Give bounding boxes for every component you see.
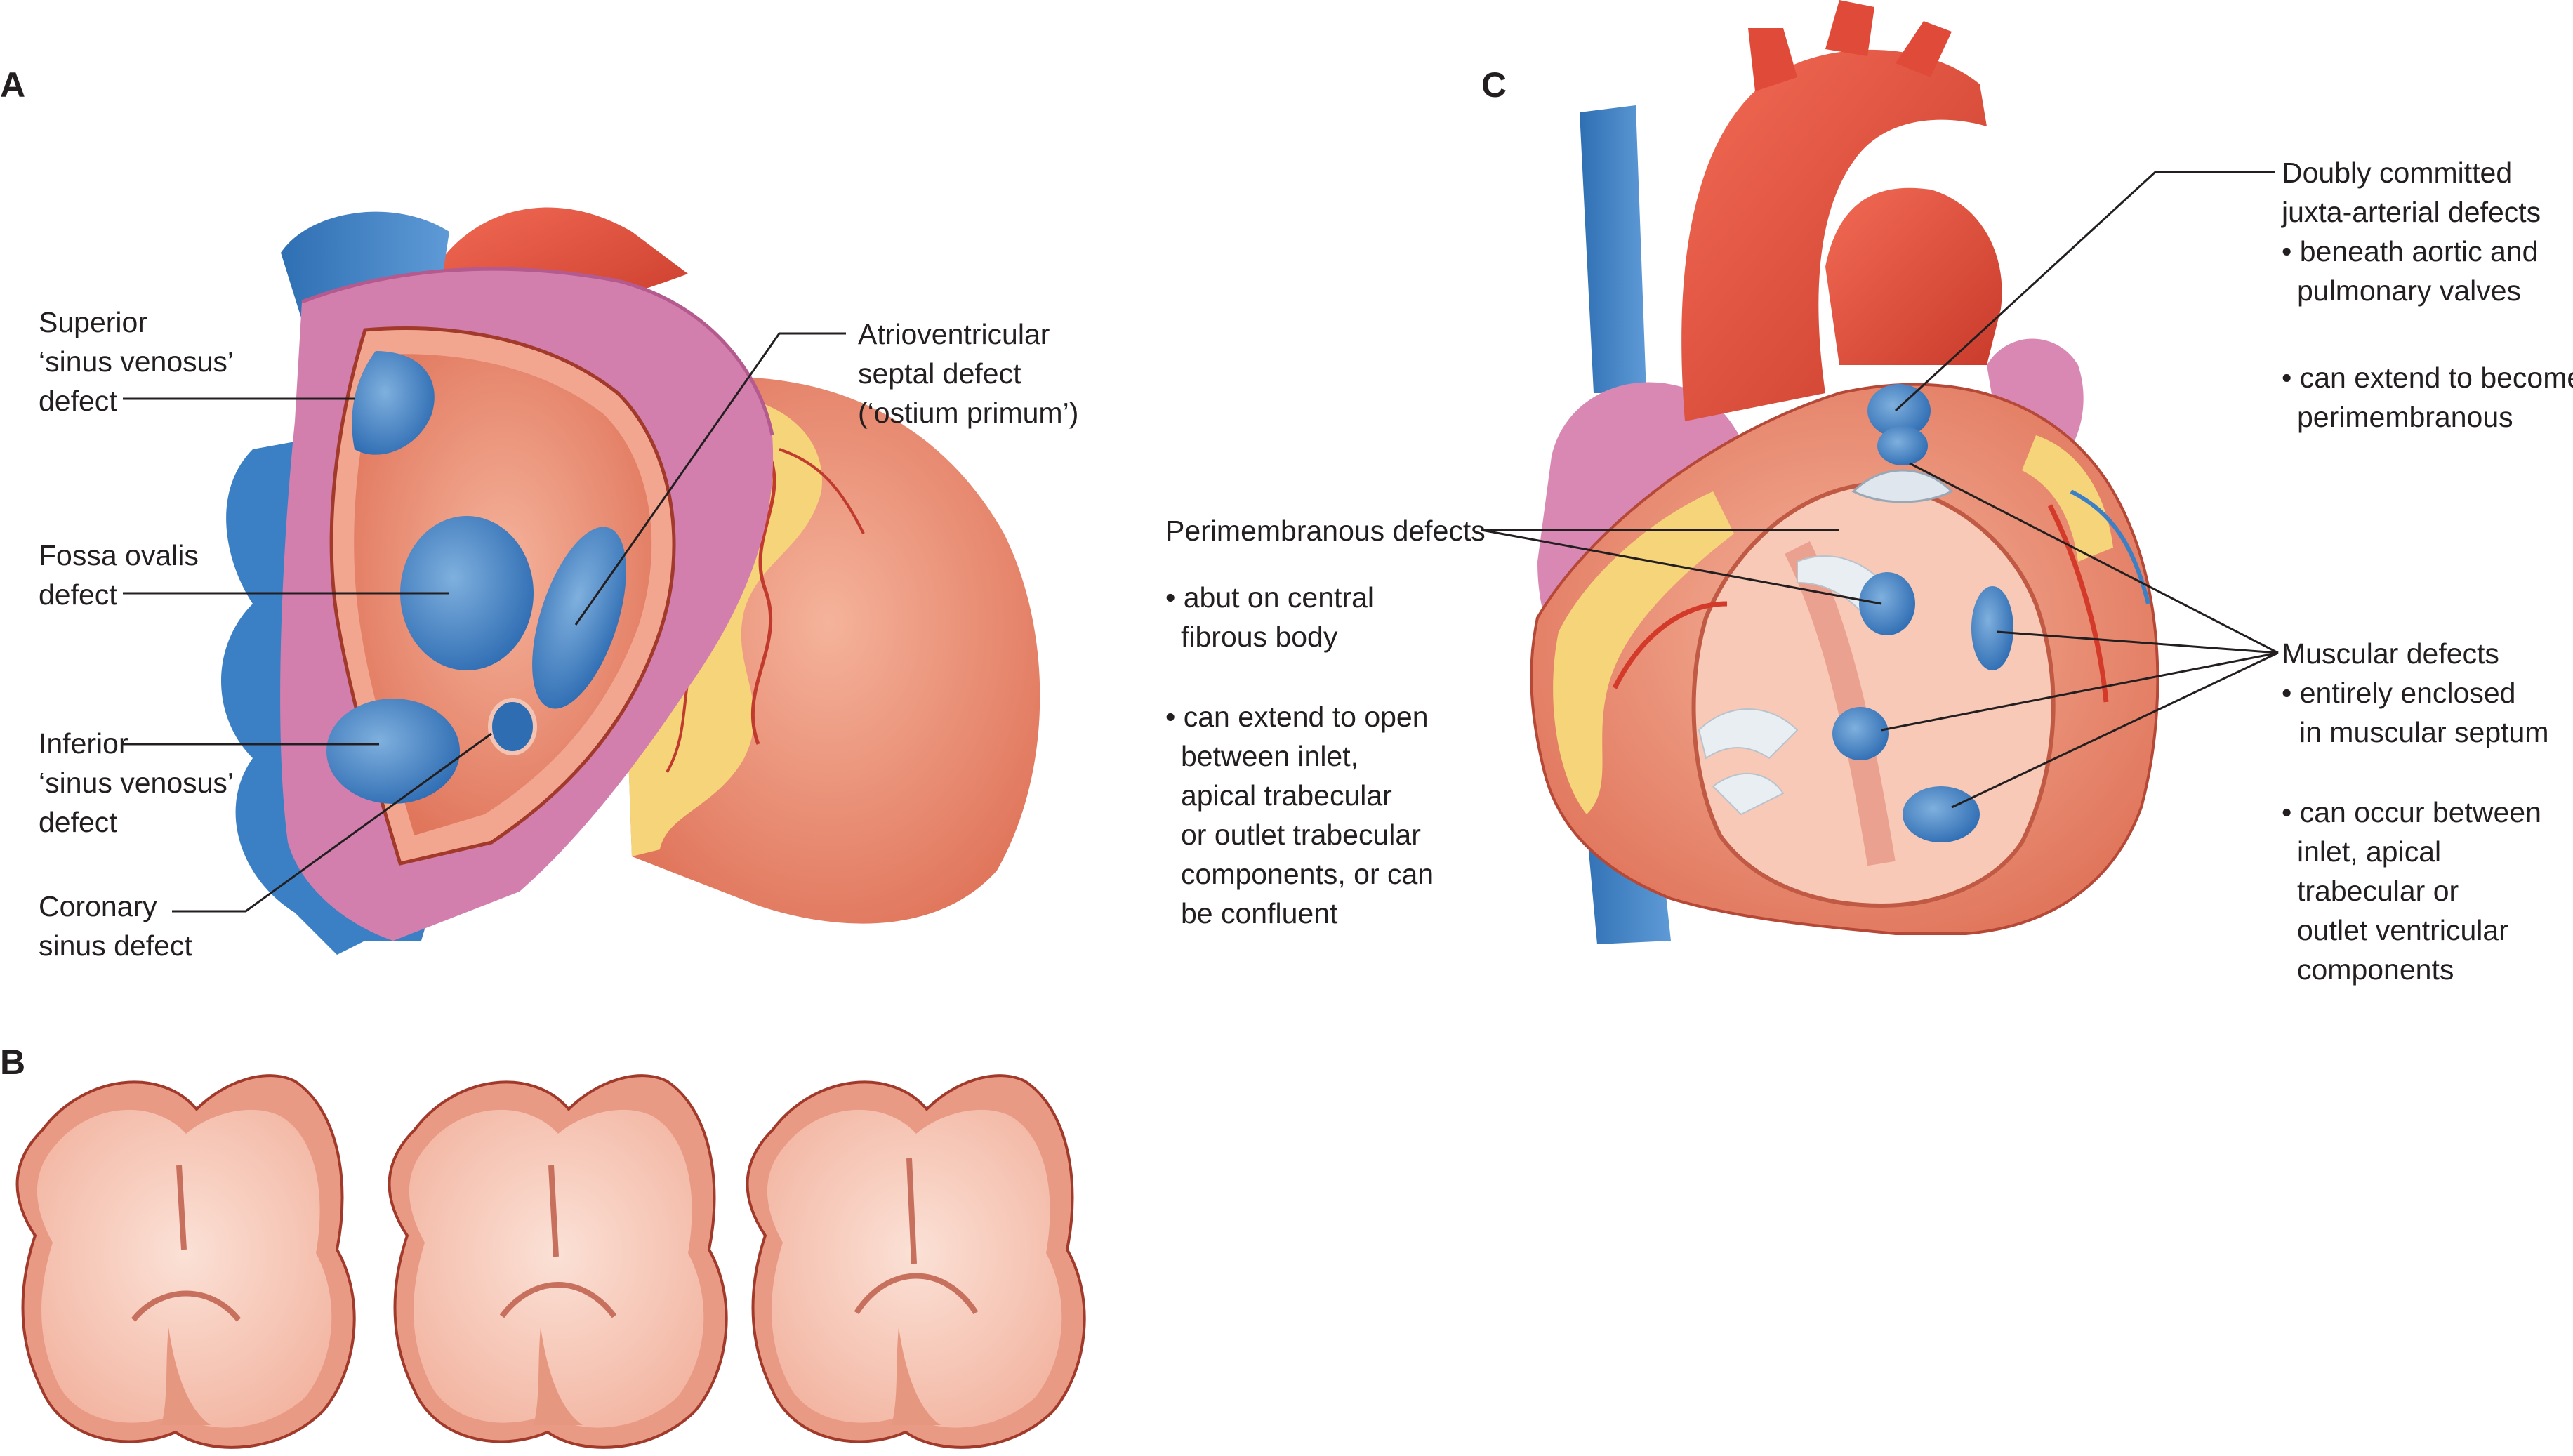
label-muscular: Muscular defects • entirely enclosed in … (2282, 637, 2557, 986)
leader-muscular-3 (1881, 651, 2279, 732)
superior-sinus-venosus-defect (352, 351, 435, 455)
perimembranous-defect (1859, 572, 1915, 635)
leader-muscular-1 (1909, 462, 2279, 654)
muscular-defect-2 (1832, 707, 1889, 760)
atrioventricular-septal-defect (532, 527, 626, 709)
fossa-ovalis-defect (400, 516, 534, 670)
label-doubly: Doubly committed juxta-arterial defects … (2281, 157, 2573, 433)
label-coronary: Coronary sinus defect (39, 890, 192, 962)
panel-letter-c: C (1481, 65, 1507, 105)
label-fossa: Fossa ovalis defect (39, 539, 206, 611)
inferior-sinus-venosus-defect (326, 699, 460, 804)
leader-muscular-4 (1951, 651, 2279, 809)
leader-perimembranous-2 (1481, 529, 1882, 605)
muscular-defect-1 (1971, 586, 2013, 670)
doubly-committed-defect (1867, 384, 1931, 437)
coronary-sinus-defect (488, 698, 537, 755)
panel-letter-b: B (0, 1043, 25, 1082)
panel-letter-a: A (0, 65, 25, 105)
leader-muscular-2 (1997, 630, 2279, 654)
ventricle-section-1 (15, 1074, 356, 1449)
panel-b-sections (15, 1074, 1086, 1449)
muscular-defect-3 (1903, 786, 1980, 842)
leader-coronary (172, 732, 492, 913)
doubly-committed-defect-lower (1877, 426, 1928, 465)
ventricle-section-2 (388, 1074, 728, 1449)
label-inferior: Inferior ‘sinus venosus’ defect (39, 727, 241, 838)
label-superior: Superior ‘sinus venosus’ defect (39, 306, 241, 417)
label-avsd: Atrioventricular septal defect (‘ostium … (858, 318, 1078, 429)
leader-doubly (1894, 171, 2275, 412)
label-perimembranous: Perimembranous defects • abut on central… (1165, 515, 1493, 929)
panel-a-heart-illustration (221, 207, 1040, 955)
panel-c-heart-illustration (1530, 0, 2159, 944)
ventricle-section-3 (746, 1074, 1086, 1449)
leader-avsd (574, 332, 846, 626)
